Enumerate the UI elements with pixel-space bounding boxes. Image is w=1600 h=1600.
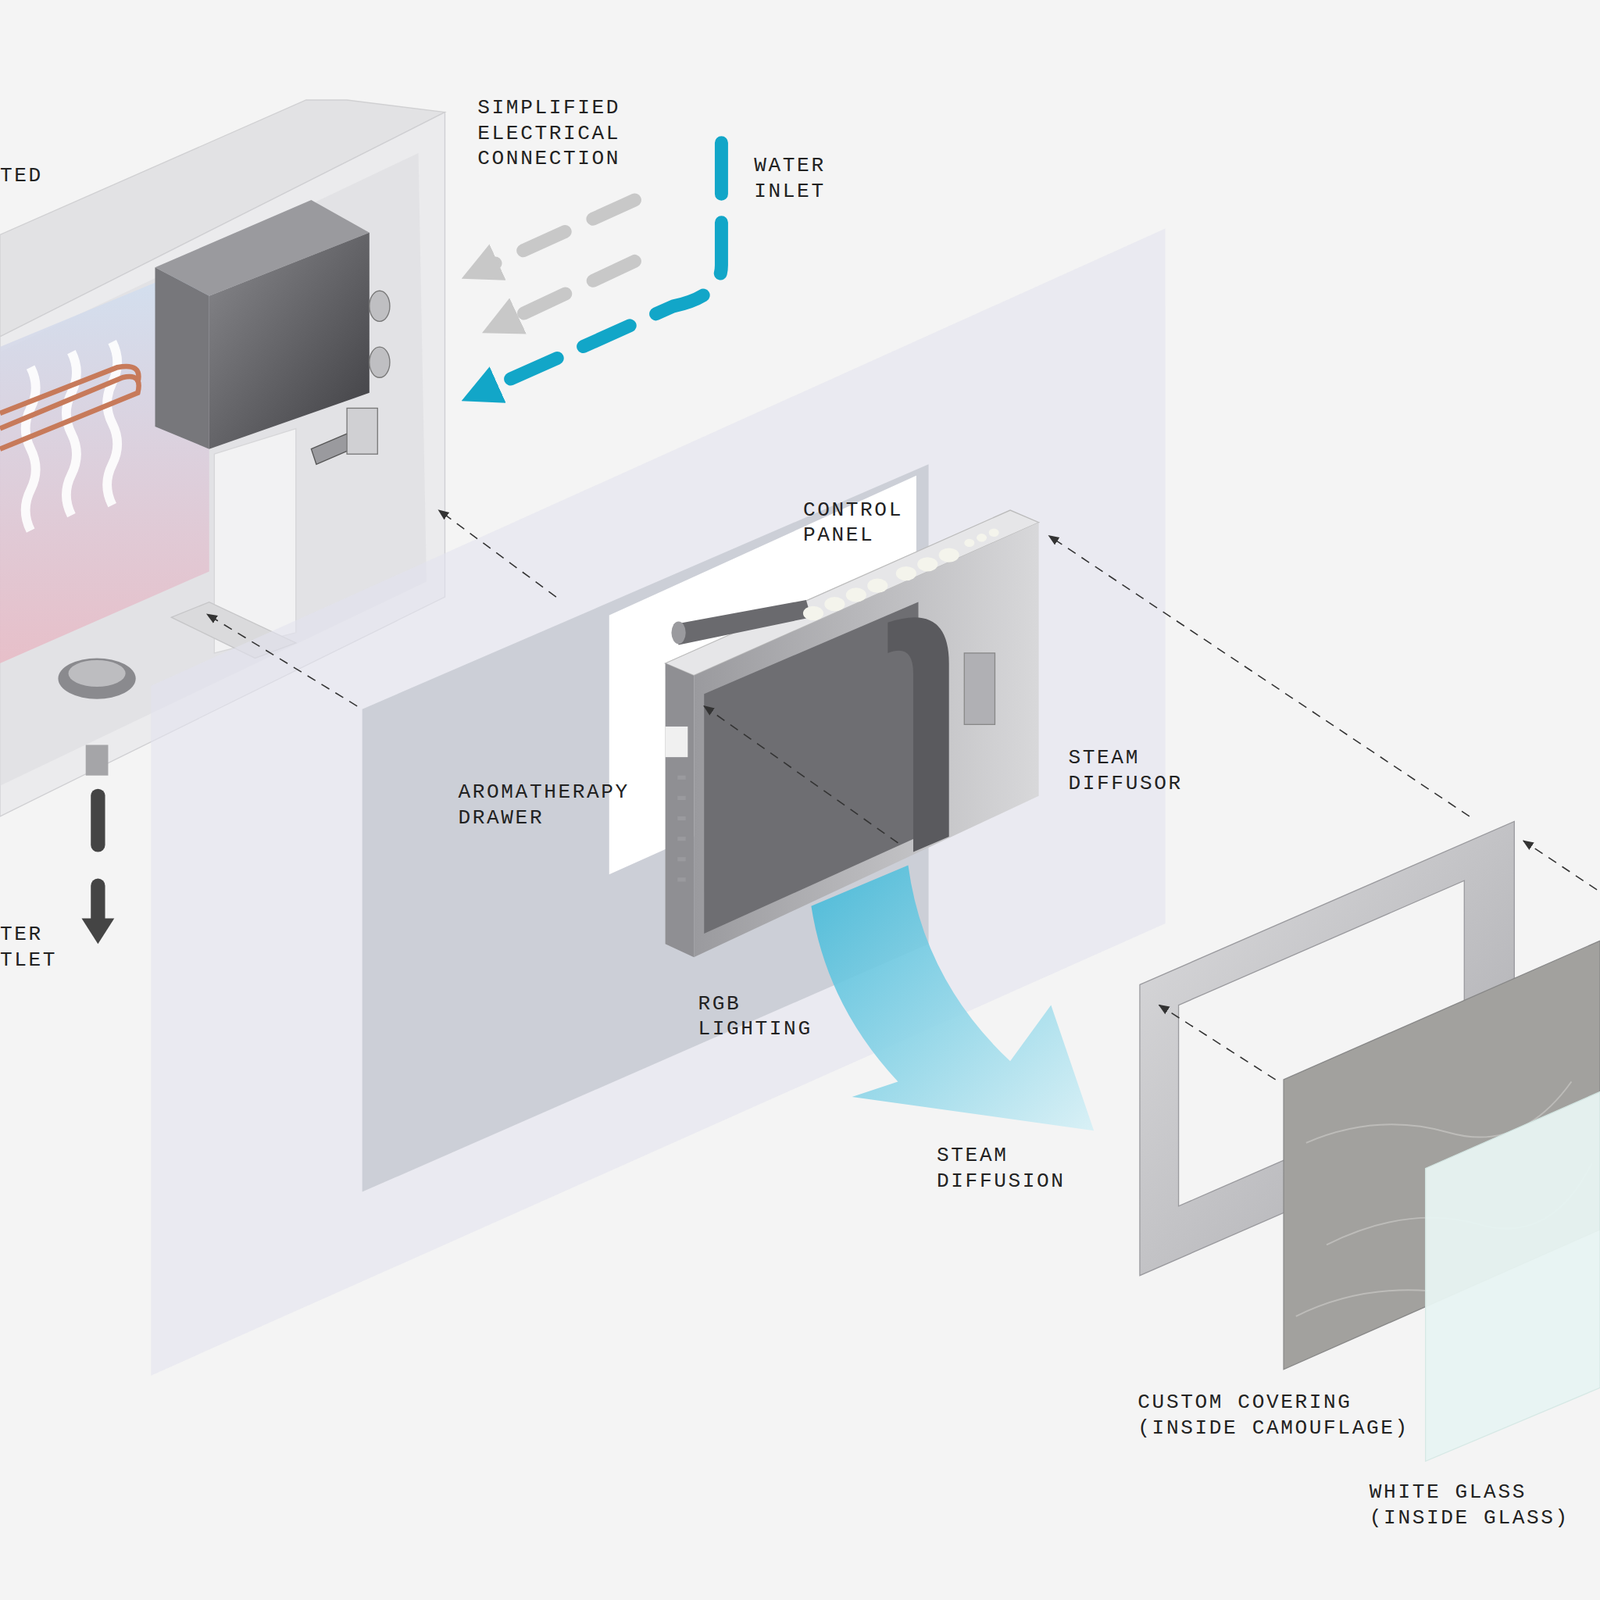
part-label: STEAM DIFFUSOR	[1068, 744, 1197, 796]
electrical-arrow	[479, 200, 636, 271]
button	[846, 587, 867, 602]
aroma-handle	[665, 726, 689, 758]
part-label: WHITE GLASS (INSIDE GLASS)	[1369, 1479, 1590, 1531]
part-label: TED	[0, 163, 82, 190]
outlet-arrow-head	[81, 918, 115, 945]
valve-body	[346, 407, 378, 454]
button	[976, 533, 987, 542]
button	[824, 596, 845, 611]
electrical-arrow	[500, 260, 635, 325]
steam-wave	[66, 352, 77, 516]
steam-diffusion-arrow	[810, 865, 1094, 1132]
steam-pipe	[887, 617, 949, 852]
button	[867, 578, 888, 593]
drain-pipe	[85, 744, 109, 775]
assembly-leader	[1049, 535, 1470, 817]
button	[939, 547, 960, 562]
recess-panel	[362, 464, 929, 1192]
part-label: AROMATHERAPY DRAWER	[457, 779, 642, 831]
part-label: CONTROL PANEL	[803, 496, 921, 548]
steam-nozzle	[673, 600, 811, 645]
part-label: RGB LIGHTING	[697, 990, 825, 1042]
vent-slot	[677, 796, 686, 800]
electrical-box-front	[209, 232, 370, 450]
white-glass	[1425, 1092, 1600, 1462]
part-label: STEAM DIFFUSION	[936, 1142, 1080, 1194]
heating-element	[0, 366, 140, 450]
button	[803, 606, 824, 621]
vent-slot	[677, 857, 686, 861]
button	[989, 528, 1000, 537]
heater-coil	[0, 366, 139, 414]
electrical-box-side	[155, 267, 210, 449]
water-inlet-arrow	[479, 142, 722, 393]
inlet-valve	[310, 433, 352, 465]
part-label: TER TLET	[0, 921, 67, 972]
vent-slot	[677, 816, 686, 821]
part-label: CUSTOM COVERING (INSIDE CAMOUFLAGE)	[1137, 1389, 1434, 1441]
button	[917, 557, 938, 572]
circuit-part	[964, 653, 995, 725]
button	[964, 539, 975, 547]
drain-cap	[57, 657, 136, 699]
part-label: SIMPLIFIED ELECTRICAL CONNECTION	[477, 94, 641, 172]
assembly-leader	[1159, 1005, 1276, 1080]
connector	[369, 290, 390, 322]
unit-side	[665, 663, 695, 958]
water-tank	[0, 260, 210, 664]
stone-vein	[1296, 1289, 1429, 1317]
drain-cap-top	[68, 660, 126, 687]
outlet-flow	[90, 885, 105, 924]
assembly-leader	[1523, 840, 1597, 890]
assembly-leaders	[207, 510, 1597, 1080]
steam-wave	[25, 367, 36, 531]
vent-slot	[677, 775, 686, 780]
connector	[369, 346, 390, 378]
vent-slot	[677, 836, 686, 841]
assembly-leader	[439, 510, 557, 597]
assembly-leader	[703, 706, 898, 843]
outlet-flow	[90, 796, 105, 846]
electrical-arrows	[479, 200, 636, 325]
vent-slot	[677, 877, 686, 882]
wall-panel	[150, 228, 1165, 1376]
assembly-leader	[207, 614, 358, 707]
button	[896, 566, 917, 581]
nozzle-tip	[671, 621, 686, 644]
vent-slots	[677, 775, 686, 883]
part-label: WATER INLET	[753, 153, 841, 204]
